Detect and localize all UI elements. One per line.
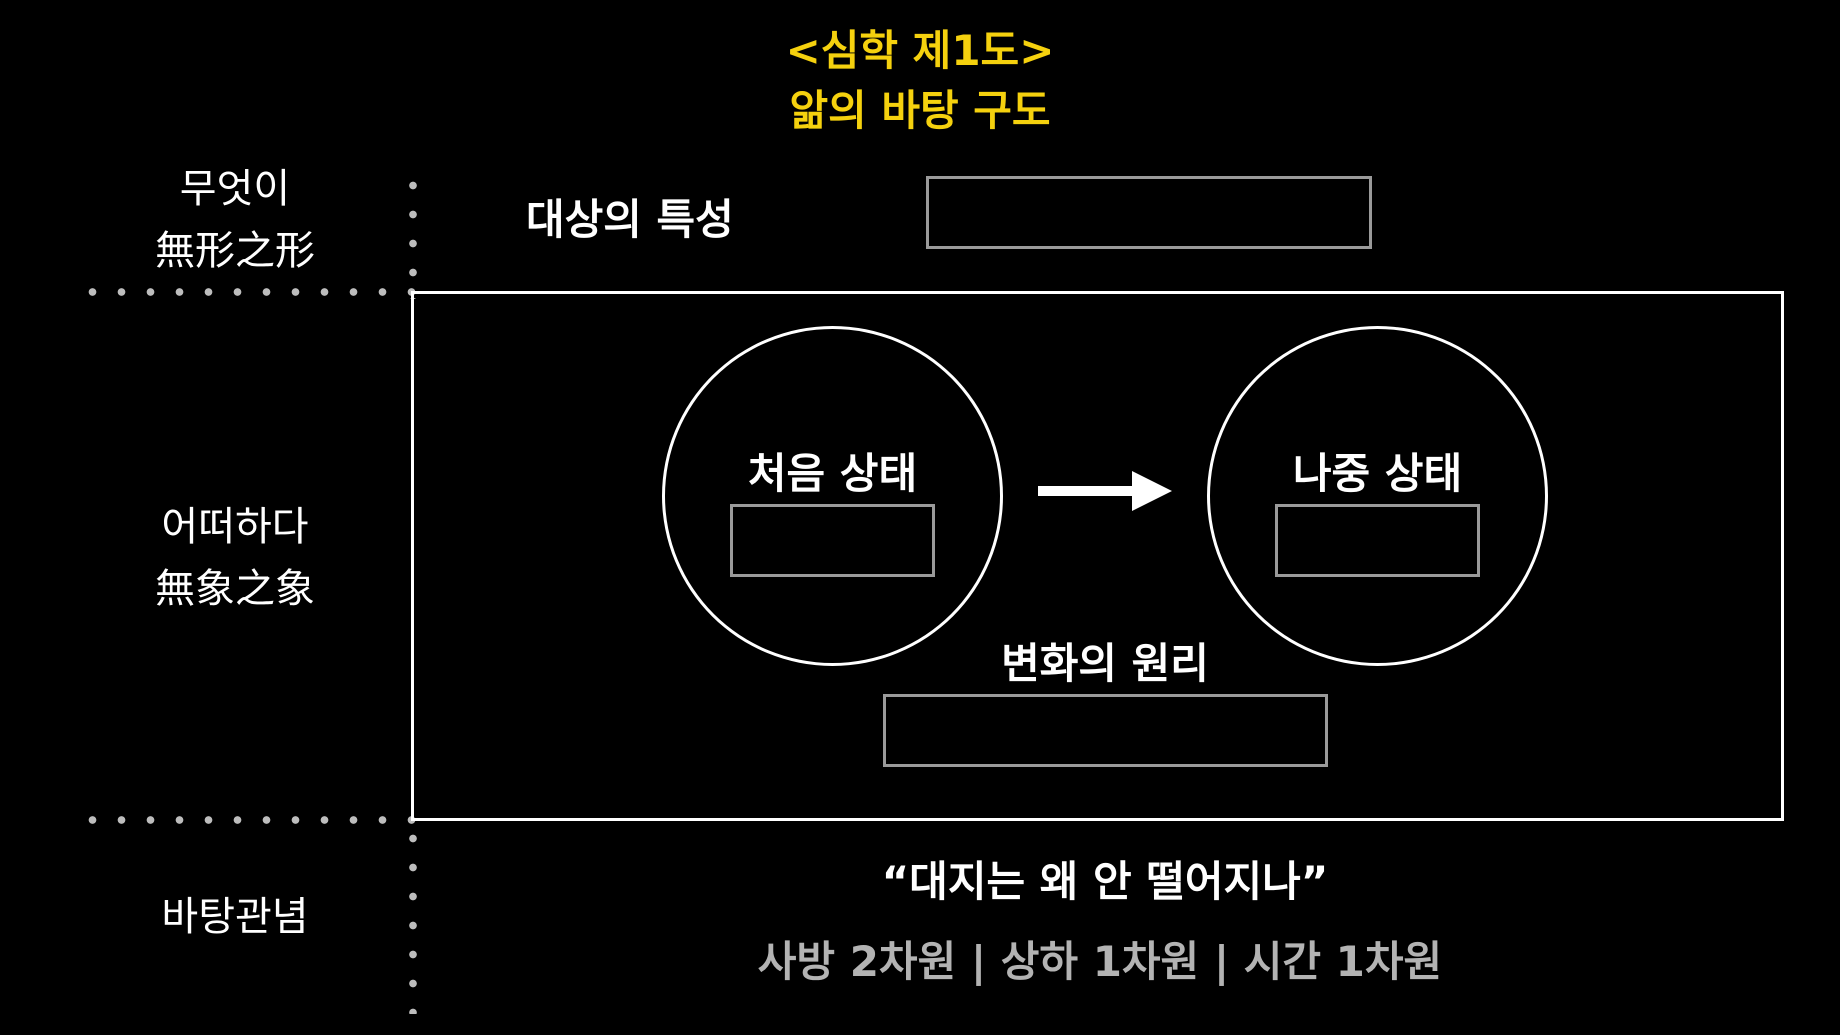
- dotted-divider-vertical-bottom: [409, 824, 417, 1014]
- dotted-divider-horizontal-upper: [78, 288, 418, 296]
- side-label-what-hanja: 無形之形: [155, 228, 315, 274]
- object-trait-answer-box: [926, 176, 1372, 249]
- side-label-how-hanja: 無象之象: [155, 566, 315, 612]
- initial-state-label: 처음 상태: [747, 449, 918, 498]
- principle-of-change-answer-box: [883, 694, 1328, 767]
- diagram-title-line2: 앎의 바탕 구도: [789, 86, 1051, 135]
- basis-dimensions-text: 사방 2차원 | 상하 1차원 | 시간 1차원: [757, 937, 1443, 986]
- initial-state-circle: [662, 326, 1003, 666]
- dotted-divider-horizontal-lower: [78, 816, 418, 824]
- dotted-divider-vertical-top: [409, 171, 417, 299]
- later-state-circle: [1207, 326, 1548, 666]
- basis-question-quote: “대지는 왜 안 떨어지나”: [881, 857, 1329, 906]
- principle-of-change-label: 변화의 원리: [1001, 639, 1209, 688]
- right-arrow-icon: [1038, 471, 1172, 511]
- initial-state-answer-box: [730, 504, 935, 577]
- change-frame-box: [411, 291, 1784, 821]
- side-label-basis: 바탕관념: [161, 894, 309, 940]
- later-state-answer-box: [1275, 504, 1480, 577]
- side-label-what: 무엇이: [179, 166, 291, 212]
- object-trait-label: 대상의 특성: [526, 195, 734, 244]
- diagram-title-line1: <심학 제1도>: [785, 26, 1055, 75]
- side-label-how: 어떠하다: [161, 504, 309, 550]
- later-state-label: 나중 상태: [1292, 449, 1463, 498]
